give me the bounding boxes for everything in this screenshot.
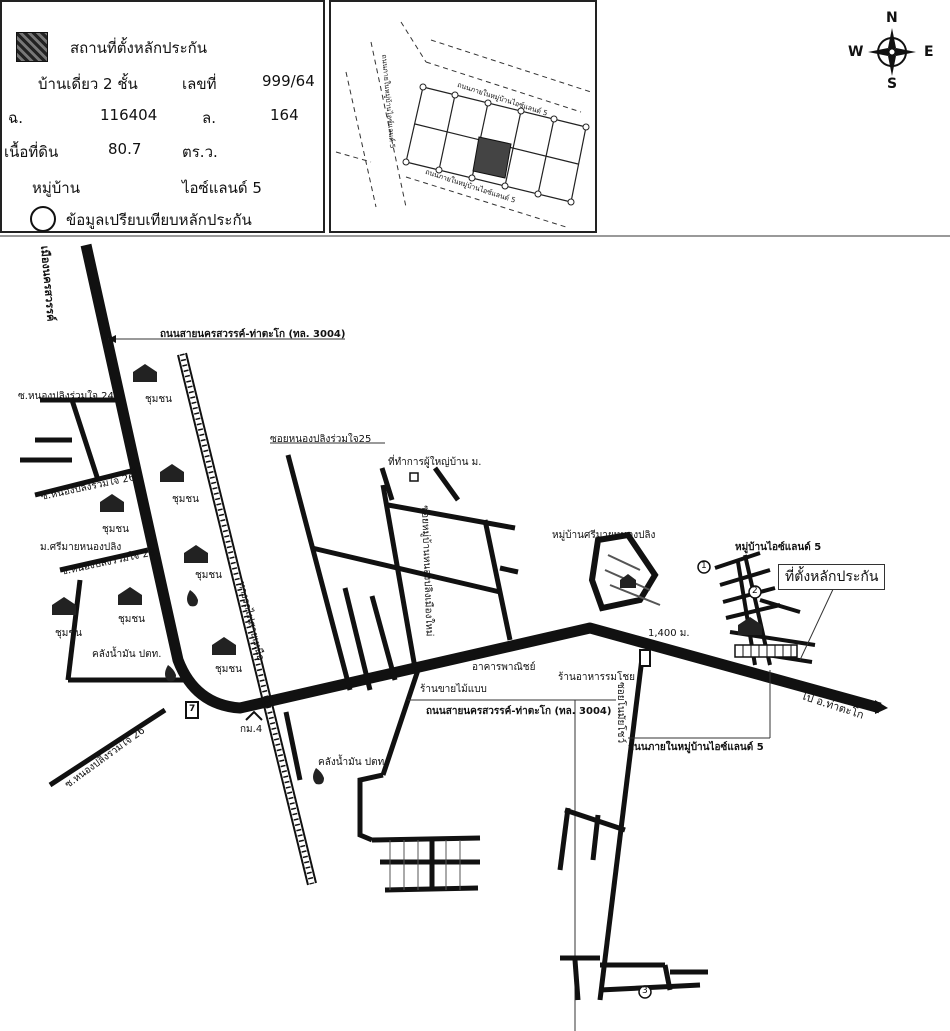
legend-chanote-label: ฉ.	[8, 109, 23, 127]
legend-number-value: 999/64	[262, 72, 315, 90]
label-restaurant: ร้านอาหารรมโชย	[558, 672, 636, 683]
label-community-1: ชุมชน	[145, 394, 173, 405]
house-icon	[118, 587, 142, 605]
label-community-3: ชุมชน	[102, 524, 130, 535]
label-headman-office: ที่ทำการผู้ใหญ่บ้าน ม.	[388, 457, 482, 468]
seven-eleven-label: 7	[189, 704, 196, 714]
label-highway-mid: ถนนสายนครสวรรค์-ท่าตะโก (ทล. 3004)	[426, 706, 612, 717]
label-community-6: ชุมชน	[55, 628, 83, 639]
legend-village-value: ไอซ์แลนด์ 5	[182, 179, 262, 197]
compass-rose: N S W E	[848, 10, 936, 92]
marker-circle-1	[697, 560, 711, 574]
label-village-srimai-w: ม.ศรีมายหนองปลิง	[40, 542, 122, 553]
label-gas-1: คลังน้ำมัน ปตท.	[92, 649, 162, 660]
marker-circle-2	[748, 585, 762, 599]
marker-1-label: 1	[701, 561, 707, 571]
compass-w: W	[848, 44, 864, 60]
label-highway-top: ถนนสายนครสวรรค์-ท่าตะโก (ทล. 3004)	[160, 329, 346, 340]
label-community-4: ชุมชน	[195, 570, 223, 581]
collateral-houses-dividers	[742, 645, 792, 657]
label-community-2: ชุมชน	[172, 494, 200, 505]
legend-lot-label: ล.	[202, 109, 216, 127]
compass-e: E	[924, 44, 934, 60]
middle-roads	[285, 454, 519, 691]
house-icon	[620, 574, 636, 588]
legend-number-label: เลขที่	[182, 75, 217, 93]
flame-icons	[165, 590, 324, 785]
legend-house-type: บ้านเดี่ยว 2 ชั้น	[38, 75, 138, 93]
flame-icon	[313, 768, 324, 785]
railway-line	[177, 352, 317, 886]
legend-area-unit: ตร.ว.	[182, 143, 218, 161]
compare-circle-icon	[30, 206, 56, 232]
label-commercial-building: อาคารพาณิชย์	[472, 662, 536, 673]
marker-3-label: 3	[642, 986, 648, 996]
inset-map-drawing	[335, 21, 592, 228]
house-icon	[52, 597, 76, 615]
collateral-callout: ที่ตั้งหลักประกัน	[778, 564, 886, 590]
house-icon	[100, 494, 124, 512]
compass-n: N	[886, 10, 898, 26]
label-km4: กม.4	[240, 724, 263, 735]
legend-village-label: หมู่บ้าน	[32, 179, 80, 197]
km-marker-icon	[245, 710, 263, 721]
flame-icon	[187, 590, 198, 607]
south-grid	[389, 840, 461, 890]
label-wood-shop: ร้านขายไม้แบบ	[420, 684, 487, 695]
east-roads	[557, 649, 708, 1001]
house-icon	[133, 364, 157, 382]
inset-map: ถนนภายในหมู่บ้านไอซ์แลนด์ 5 ถนนภายในหมู่…	[329, 0, 597, 233]
label-soi-24: ซ.หนองปลิงร่วมใจ 24	[18, 391, 114, 402]
legend-area-value: 80.7	[108, 140, 142, 158]
marker-2-label: 2	[752, 586, 758, 596]
house-icon	[184, 545, 208, 563]
seven-eleven-icon	[185, 701, 199, 719]
label-community-5: ชุมชน	[118, 614, 146, 625]
marker-circle-3	[638, 985, 652, 999]
label-gas-2: คลังน้ำมัน ปตท.	[318, 757, 388, 768]
office-icon	[409, 472, 419, 482]
label-community-7: ชุมชน	[215, 664, 243, 675]
label-soi-25: ซอยหนองปลิงร่วมใจ25	[270, 434, 372, 445]
shop-icon	[639, 649, 651, 667]
flame-icon	[165, 665, 176, 682]
legend-lot-value: 164	[270, 106, 299, 124]
legend-chanote-value: 116404	[100, 106, 158, 124]
label-village-srimai-nongpling: หมู่บ้านศรีมายหนองปลิง	[552, 530, 656, 541]
label-road-in-village: ถนนภายในหมู่บ้านไอซ์แลนด์ 5	[628, 742, 764, 753]
arrow-head	[108, 335, 116, 343]
label-distance: 1,400 ม.	[648, 628, 690, 639]
label-soi-nomai: ซอยโนมัยโชว์	[615, 682, 626, 744]
compass-s: S	[887, 76, 898, 92]
collateral-houses-row	[734, 644, 798, 658]
label-village-iceland: หมู่บ้านไอซ์แลนด์ 5	[735, 542, 822, 553]
direction-arrow-icon	[875, 700, 888, 714]
collateral-plot	[472, 136, 512, 179]
house-icon	[160, 464, 184, 482]
legend-panel: สถานที่ตั้งหลักประกัน บ้านเดี่ยว 2 ชั้น …	[0, 0, 325, 233]
leader-lines	[108, 338, 836, 739]
west-sois	[20, 397, 186, 788]
collateral-swatch	[16, 32, 48, 62]
legend-area-label: เนื้อที่ดิน	[4, 143, 59, 161]
compass-icon	[868, 28, 916, 76]
south-middle-roads	[283, 669, 481, 893]
house-icon	[212, 637, 236, 655]
srimai-village-loop	[588, 531, 659, 612]
legend-compare-label: ข้อมูลเปรียบเทียบหลักประกัน	[66, 211, 252, 229]
community-icons	[52, 364, 762, 655]
house-icon	[738, 617, 762, 635]
highway-3004	[80, 243, 882, 714]
legend-location-label: สถานที่ตั้งหลักประกัน	[70, 39, 207, 57]
